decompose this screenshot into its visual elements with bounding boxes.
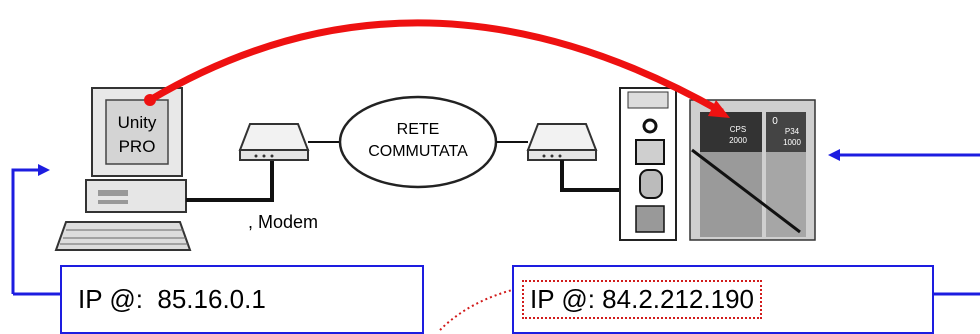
ip-prefix-plc: IP @:	[530, 284, 595, 314]
modem-plc-cable	[560, 160, 630, 192]
plc-module2-line1: P34	[785, 127, 800, 136]
plc-module1-line2: 2000	[729, 136, 747, 145]
plc-module2-top: 0	[772, 116, 778, 127]
right-bracket	[838, 153, 980, 296]
ip-box-plc: IP @: 84.2.212.190	[512, 265, 934, 334]
left-modem	[238, 123, 310, 161]
plc-comm-module	[619, 87, 677, 241]
ip-prefix-pc: IP @:	[78, 284, 143, 314]
ip-box-pc: IP @: 85.16.0.1	[60, 265, 424, 334]
arc-arrowhead	[708, 100, 730, 118]
plc-module2-line2: 1000	[783, 138, 801, 147]
ip-highlight-plc: IP @: 84.2.212.190	[522, 280, 762, 319]
network-line1: RETE	[397, 121, 440, 138]
ip-address-plc: 84.2.212.190	[602, 284, 754, 314]
plc-rack	[689, 99, 816, 241]
left-bracket-arrowhead	[38, 164, 50, 176]
network-cloud	[338, 95, 498, 189]
pc-computer	[54, 87, 192, 251]
network-line2: COMMUTATA	[368, 143, 468, 160]
remote-connection-arc	[148, 19, 724, 116]
right-modem	[526, 123, 598, 161]
right-bracket-arrowhead	[828, 149, 840, 161]
ip-address-pc: 85.16.0.1	[157, 284, 266, 314]
pc-screen-line1: Unity	[118, 113, 157, 132]
left-bracket	[11, 168, 60, 296]
pc-modem-cable	[186, 160, 274, 202]
modem-label: , Modem	[248, 212, 318, 232]
pc-screen-line2: PRO	[119, 137, 156, 156]
dotted-link	[439, 287, 521, 331]
arc-start-dot	[144, 94, 156, 106]
plc-module1-line1: CPS	[730, 125, 746, 134]
